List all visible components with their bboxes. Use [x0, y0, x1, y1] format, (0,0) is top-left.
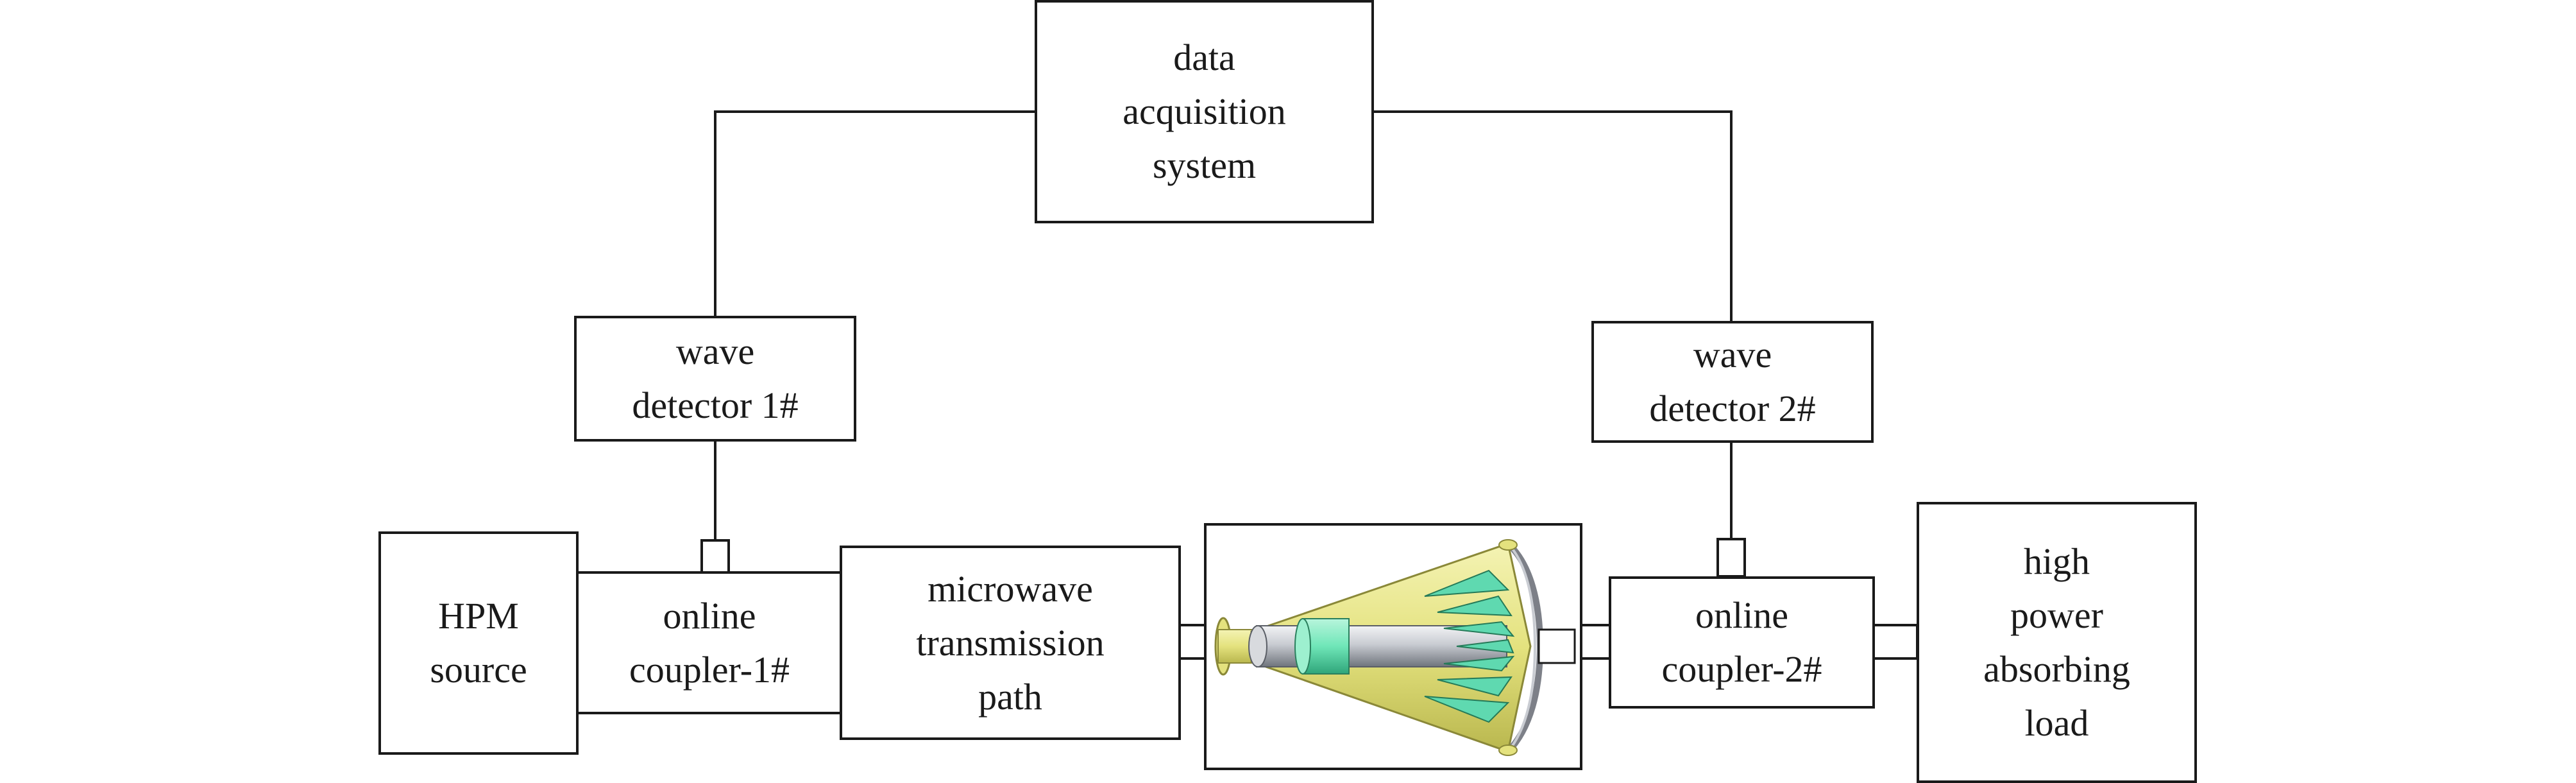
load-label-line-2: power — [2010, 594, 2103, 636]
load-label-line-4: load — [2024, 702, 2089, 744]
wave-detector-2-box: wave detector 2# — [1591, 321, 1874, 443]
hpm-source-label-line-1: HPM — [438, 595, 519, 637]
online-coupler-1-box: online coupler-1# — [576, 571, 843, 714]
wave-detector-1-box: wave detector 1# — [574, 316, 856, 442]
coupler1-label-line-1: online — [663, 594, 756, 637]
load-label-line-1: high — [2023, 540, 2090, 582]
transmission-label-line-2: transmission — [916, 621, 1105, 664]
cone-antenna-icon — [1214, 539, 1576, 756]
online-coupler-2-box: online coupler-2# — [1609, 576, 1875, 709]
connector-right-down-to-detector2 — [1730, 110, 1733, 321]
connector-detector2-to-coupler2 — [1730, 441, 1733, 540]
transmission-label-line-3: path — [978, 675, 1042, 718]
connector-daq-to-left — [714, 110, 1035, 113]
coupler1-detector-port — [700, 539, 730, 574]
coupler2-label-line-2: coupler-2# — [1661, 648, 1822, 690]
antenna-under-test-frame — [1204, 523, 1582, 770]
detector1-label-line-1: wave — [675, 331, 755, 372]
connector-left-down-to-detector1 — [714, 110, 716, 316]
data-acquisition-system-box: data acquisition system — [1035, 0, 1374, 223]
hpm-source-box: HPM source — [378, 531, 579, 755]
detector2-label-line-1: wave — [1693, 334, 1772, 375]
transmission-label-line-1: microwave — [928, 567, 1093, 610]
microwave-transmission-path-box: microwave transmission path — [840, 546, 1181, 740]
hpm-source-label-line-2: source — [430, 649, 527, 691]
coupler2-label-line-1: online — [1695, 594, 1788, 636]
load-label-line-3: absorbing — [1983, 648, 2130, 690]
detector2-label-line-2: detector 2# — [1649, 388, 1816, 429]
high-power-absorbing-load-box: high power absorbing load — [1917, 502, 2197, 783]
daq-label-line-2: acquisition — [1123, 90, 1286, 132]
daq-label-line-3: system — [1152, 144, 1257, 186]
connector-detector1-to-coupler1 — [714, 440, 716, 542]
connector-daq-to-right — [1371, 110, 1733, 113]
coupler1-label-line-2: coupler-1# — [629, 648, 790, 691]
coupler2-to-load-stub — [1872, 624, 1919, 660]
detector1-label-line-2: detector 1# — [632, 384, 799, 426]
daq-label-line-1: data — [1173, 37, 1235, 78]
coupler2-detector-port — [1716, 538, 1746, 578]
